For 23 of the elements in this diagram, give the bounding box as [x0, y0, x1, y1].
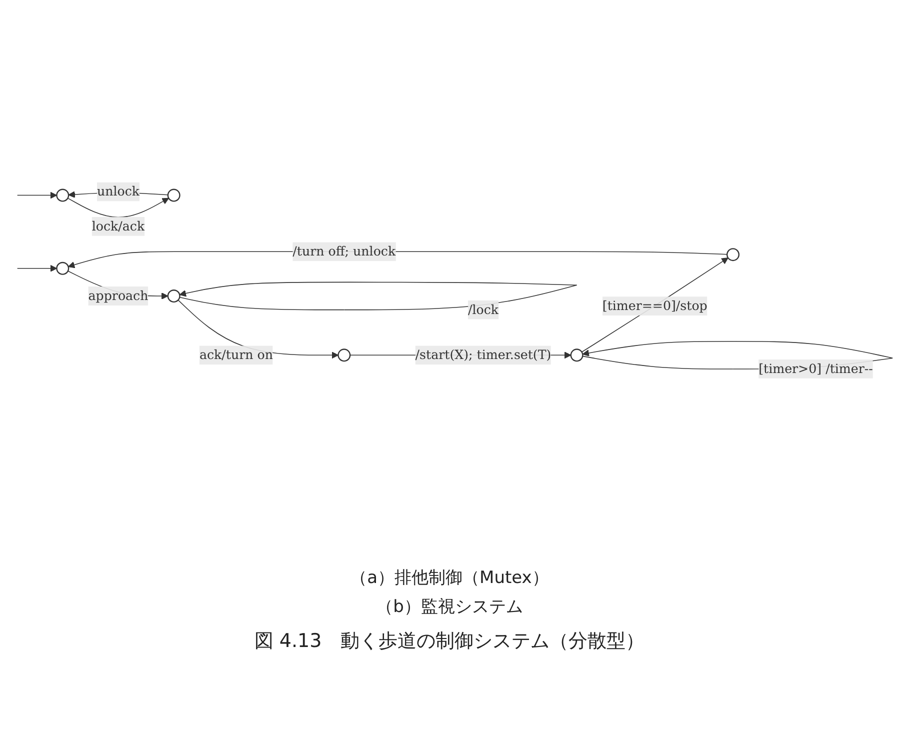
node-circle: [167, 188, 180, 202]
edge-label: unlock: [96, 184, 140, 198]
edge-label: ack/turn on: [199, 346, 273, 362]
node-circle: [56, 262, 70, 275]
edge-label: /turn off; unlock: [292, 243, 396, 258]
node-circle: [338, 348, 351, 362]
subfigure-label: （a）排他制御（Mutex）: [349, 567, 550, 589]
edge-label: /start(X); timer.set(T): [415, 346, 552, 362]
figure-caption: 図 4.13 動く歩道の制御システム（分散型）: [253, 629, 646, 654]
edge-label: [timer>0] /timer--: [758, 360, 873, 376]
arrow: [67, 197, 169, 218]
node-circle: [726, 248, 740, 261]
node-circle: [56, 188, 70, 202]
edge-label: lock/ack: [92, 218, 145, 234]
arrow: [16, 264, 58, 272]
subfigure-label: （b）監視システム: [375, 596, 524, 618]
edge-label: /lock: [468, 302, 499, 317]
node-circle: [167, 289, 180, 302]
node-circle: [570, 348, 584, 362]
arrow: [581, 257, 728, 352]
edge-label: [timer==0]/stop: [602, 298, 708, 313]
edge-label: approach: [88, 288, 148, 303]
arrow: [16, 191, 58, 198]
